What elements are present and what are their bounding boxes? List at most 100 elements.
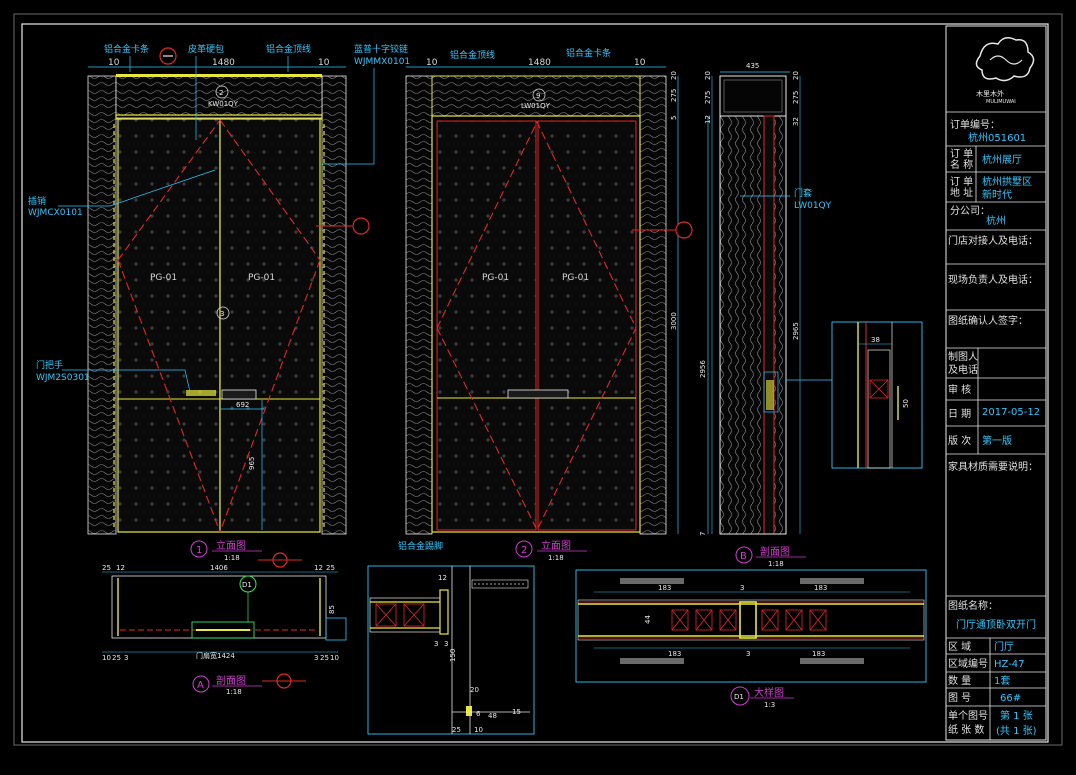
- tb-area-no-label: 区域编号: [948, 657, 988, 670]
- sectiona-dim-l: 10: [330, 654, 339, 662]
- elev1-dim-right: 10: [318, 58, 330, 68]
- elev2-dim-v1: 20: [670, 71, 678, 80]
- elev2-tag: LW01QY: [521, 102, 551, 110]
- logo-brand: 木里木外: [976, 89, 1004, 98]
- elev2-dim-v5: 2956: [699, 360, 707, 378]
- sectionb-dim-top: 435: [746, 62, 759, 70]
- sectionb-tag: 门套: [794, 187, 812, 199]
- sectiona-dim-i: 3: [124, 654, 128, 662]
- tb-drafter-label-1: 制图人: [948, 350, 978, 363]
- sectionb-dim-l3: 12: [704, 115, 712, 124]
- sectionb-title-letter: B: [740, 551, 747, 562]
- elev1-circle-3: 3: [220, 310, 224, 318]
- elev1-tag: KW01QY: [208, 100, 239, 108]
- tb-order-addr-label-2: 地 址: [950, 186, 973, 199]
- elev2-circle: 9: [536, 92, 540, 100]
- tb-order-no-value: 杭州051601: [968, 131, 1026, 144]
- elev1-title-num: 1: [196, 545, 202, 556]
- tb-drawing-no-value: 66#: [1000, 693, 1021, 704]
- elev2-title-num: 2: [521, 545, 527, 556]
- sectiona-title: 剖面图: [216, 674, 246, 687]
- elev1-label-aluminum-top: 铝合金顶线: [266, 43, 311, 55]
- section-cut-marker-icon[interactable]: [262, 673, 306, 689]
- sectiona-dim-j: 3: [314, 654, 318, 662]
- detail-center-dim-g: 6: [476, 710, 481, 718]
- sectionb-dim-l1: 20: [704, 71, 712, 80]
- elev2-dim-v4: 3000: [670, 312, 678, 330]
- detail-center-dim-j: 25: [452, 726, 461, 734]
- tb-drawing-name-value: 门厅通顶卧双开门: [956, 618, 1036, 631]
- d1-dim-c: 183: [814, 584, 827, 592]
- section-cut-marker-icon[interactable]: [258, 552, 302, 568]
- tb-qty-value: 1套: [994, 674, 1010, 687]
- tb-order-name-value: 杭州展厅: [982, 153, 1022, 166]
- elev2-dim-v2: 275: [670, 89, 678, 102]
- tb-drafter-label-2: 及电话: [948, 363, 978, 376]
- sectionb-scale: 1:18: [768, 560, 784, 568]
- elev1-label-aluminum-strip: 铝合金卡条: [104, 43, 149, 55]
- d1-title: 大样图: [754, 686, 784, 699]
- elev2-material-right: PG-01: [562, 273, 589, 283]
- elev1-title: 立面图: [216, 539, 246, 552]
- elev2-dim-v6: 7: [699, 532, 707, 536]
- tb-drawing-name-label: 图纸名称：: [948, 599, 998, 612]
- sectionb-dim-l2: 275: [704, 91, 712, 104]
- tb-version-value: 第一版: [982, 434, 1012, 447]
- elev2-label-aluminum-top: 铝合金顶线: [450, 49, 495, 61]
- elev2-label-hinge: 蓝普十字铰链: [354, 43, 408, 55]
- tb-contact-label: 门店对接人及电话：: [948, 234, 1038, 247]
- d1-dim-a: 183: [658, 584, 671, 592]
- elev2-material-left: PG-01: [482, 273, 509, 283]
- elev1-dim-left: 10: [108, 58, 120, 68]
- elev2-dim-v3: 5: [670, 116, 678, 120]
- tb-drawing-no-label: 图 号: [948, 692, 971, 704]
- detail-center-dim-i: 15: [512, 708, 521, 716]
- sectiona-circle-d1: D1: [242, 581, 252, 589]
- detail-center-dim-a: 12: [438, 574, 447, 582]
- title-block: 木里木外 MULIMUWAI 订单编号： 杭州051601: [945, 25, 1047, 741]
- tb-site-label: 现场负责人及电话：: [948, 273, 1038, 286]
- tb-sheet-label-1: 单个图号: [948, 710, 988, 722]
- d1-title-tag: D1: [734, 693, 744, 701]
- detail-small: 38 50: [763, 321, 923, 469]
- elevation-1: 10 1480 10 铝合金卡条 皮革硬包 铝合金顶线 插销 WJMCX0101…: [28, 43, 370, 562]
- sectiona-dim-h: 25: [112, 654, 121, 662]
- elev1-dim-965: 965: [248, 457, 256, 470]
- section-cut-marker-icon[interactable]: [632, 221, 693, 239]
- d1-dim-b: 3: [740, 584, 744, 592]
- sectiona-dim-b: 12: [116, 564, 125, 572]
- sectiona-scale: 1:18: [226, 688, 242, 696]
- elev1-label-handle: 门把手: [36, 359, 63, 371]
- detail-center-dim-f: 20: [470, 686, 479, 694]
- sectionb-tag-code: LW01QY: [794, 201, 832, 211]
- tb-area-no-value: HZ-47: [994, 659, 1025, 670]
- elev1-label-bolt: 插销: [28, 195, 46, 207]
- sectionb-dim-r1: 20: [792, 71, 800, 80]
- section-cut-marker-icon[interactable]: [159, 47, 177, 65]
- tb-confirm-label: 图纸确认人签字：: [948, 314, 1028, 327]
- elev2-label-aluminum-strip: 铝合金卡条: [566, 47, 611, 59]
- elev1-scale: 1:18: [224, 554, 240, 562]
- elev1-label-bolt-code: WJMCX0101: [28, 208, 83, 218]
- tb-order-no-label: 订单编号：: [950, 118, 1000, 131]
- cloud-logo-icon: [975, 37, 1035, 82]
- elev1-label-leather: 皮革硬包: [188, 43, 224, 55]
- section-cut-marker-icon[interactable]: [316, 217, 370, 235]
- tb-order-addr-label-1: 订 单: [950, 176, 973, 188]
- tb-area-label: 区 域: [948, 640, 971, 653]
- logo-brand-sub: MULIMUWAI: [986, 99, 1016, 105]
- tb-branch-label: 分公司：: [950, 205, 990, 217]
- tb-sheet-value-2: (共 1 张): [996, 725, 1037, 737]
- elev2-scale: 1:18: [548, 554, 564, 562]
- sectiona-dim-a: 25: [102, 564, 111, 572]
- tb-date-label: 日 期: [948, 408, 971, 420]
- sectiona-dim-f: 85: [328, 605, 336, 614]
- d1-dim-g: 44: [644, 615, 652, 624]
- tb-qty-label: 数 量: [948, 674, 971, 687]
- d1-dim-f: 183: [812, 650, 825, 658]
- section-a: 25 12 1406 12 25 D1 10 25 3 门扇宽1424 3 25…: [102, 552, 347, 696]
- detail-small-dim-50: 50: [902, 399, 910, 408]
- tb-order-addr-value-1: 杭州拱墅区: [982, 175, 1032, 188]
- tb-date-value: 2017-05-12: [982, 407, 1040, 418]
